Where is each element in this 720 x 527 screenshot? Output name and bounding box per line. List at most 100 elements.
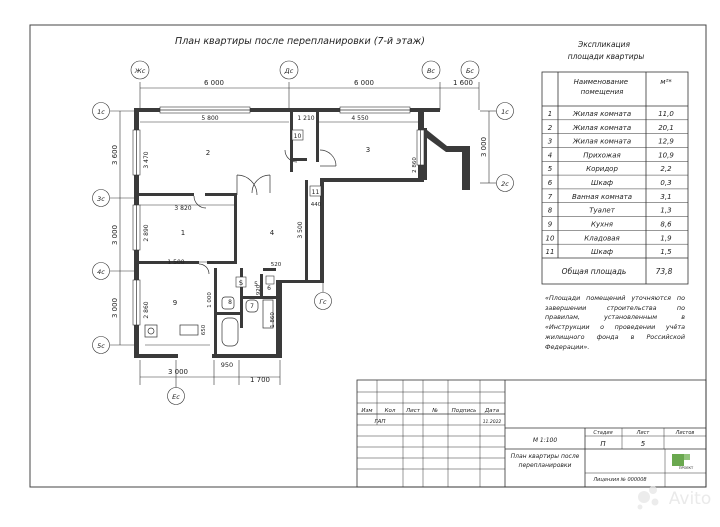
stamp-col-date: Дата bbox=[484, 408, 500, 414]
explication-row-number: 1 bbox=[548, 110, 552, 118]
stamp-stage-value: П bbox=[600, 440, 606, 448]
dim-bottom-2: 950 bbox=[221, 361, 233, 369]
stamp-sheet-label: Лист bbox=[636, 430, 651, 436]
explication-row-name: Кухня bbox=[591, 220, 613, 228]
stamp-scale: М 1:100 bbox=[533, 437, 558, 444]
dim-inner-1000: 1 000 bbox=[207, 292, 213, 308]
dim-right-1: 3 000 bbox=[480, 137, 488, 157]
stamp-role: ГАП bbox=[375, 419, 386, 425]
room-3-number: 3 bbox=[366, 146, 370, 154]
explication-row-number: 9 bbox=[548, 220, 553, 228]
explication: Экспликация площади квартиры Наименовани… bbox=[541, 40, 689, 285]
axis-left-4: 4с bbox=[97, 268, 105, 276]
explication-row-area: 3,1 bbox=[660, 193, 671, 201]
room-1-number: 1 bbox=[181, 229, 185, 237]
explication-row-area: 20,1 bbox=[658, 124, 674, 132]
explication-row-name: Шкаф bbox=[591, 248, 613, 256]
explication-total-value: 73,8 bbox=[656, 267, 673, 276]
explication-row-area: 1,9 bbox=[660, 234, 672, 242]
explication-row-area: 1,5 bbox=[660, 248, 672, 256]
logo-text: ПРОЕКТ bbox=[679, 466, 694, 470]
left-axis-markers: 1с 3с 4с 5с 3 600 3 000 3 000 bbox=[92, 102, 135, 354]
svg-text:$: $ bbox=[239, 279, 243, 287]
axis-right-1: 1с bbox=[501, 108, 509, 116]
avito-watermark: Avito bbox=[637, 486, 711, 510]
stamp-date: 11.2022 bbox=[483, 419, 502, 425]
room-numbers: 2 3 1 4 8 7 9 5 6 10 11 bbox=[173, 129, 370, 310]
dim-inner-440: 440 bbox=[311, 202, 322, 208]
dim-inner-3470: 3 470 bbox=[143, 151, 150, 168]
dim-left-1: 3 600 bbox=[111, 145, 119, 165]
top-dimensions: 6 000 6 000 1 600 bbox=[139, 79, 480, 110]
explication-row-number: 3 bbox=[548, 138, 552, 146]
axis-right-2: 2с bbox=[501, 180, 509, 188]
explication-row-area: 1,3 bbox=[660, 207, 671, 215]
explication-row-name: Кладовая bbox=[584, 234, 619, 242]
dim-inner-4550: 4 550 bbox=[351, 115, 368, 122]
stamp-doc-title-wrapper: План квартиры после перепланировки bbox=[510, 453, 580, 469]
explication-row-name: Коридор bbox=[586, 165, 618, 173]
bottom-dimensions: 3 000 950 1 700 Ес Гс bbox=[139, 283, 332, 405]
explication-row-name: Ванная комната bbox=[572, 193, 632, 201]
stamp-col-izm: Изм bbox=[361, 408, 372, 414]
room-10-number: 10 bbox=[294, 133, 302, 140]
explication-row-area: 8,6 bbox=[660, 220, 672, 228]
windows bbox=[132, 106, 425, 326]
explication-title-2: площади квартиры bbox=[568, 52, 645, 61]
axis-left-3: 3с bbox=[97, 195, 105, 203]
room-7-number: 7 bbox=[250, 303, 254, 310]
explication-row-area: 2,2 bbox=[660, 165, 672, 173]
fixtures: $ bbox=[144, 275, 275, 347]
explication-row-number: 5 bbox=[548, 165, 553, 173]
dim-left-2: 3 000 bbox=[111, 225, 119, 245]
dim-inner-3820: 3 820 bbox=[174, 205, 191, 212]
explication-row-area: 10,9 bbox=[658, 151, 674, 159]
stamp-doc-title: План квартиры после перепланировки bbox=[510, 453, 580, 469]
explication-header-name: Наименование помещения bbox=[574, 78, 631, 96]
room-9-number: 9 bbox=[173, 299, 177, 307]
explication-row-number: 2 bbox=[548, 124, 553, 132]
explication-header-area: м²* bbox=[660, 78, 672, 86]
dim-inner-650: 650 bbox=[201, 324, 207, 335]
explication-total-label: Общая площадь bbox=[562, 267, 627, 276]
dim-bottom-1: 3 000 bbox=[168, 368, 188, 376]
explication-row-area: 12,9 bbox=[658, 138, 674, 146]
stamp-license: Лицензия № 000008 bbox=[592, 477, 646, 483]
dim-inner-5800: 5 800 bbox=[201, 115, 218, 122]
dim-inner-920: 920 bbox=[256, 284, 262, 295]
explication-title-1: Экспликация bbox=[577, 40, 631, 49]
stamp-sheet-value: 5 bbox=[641, 440, 646, 448]
stamp-col-list: Лист bbox=[405, 408, 421, 414]
axis-top-zh: Жс bbox=[134, 67, 146, 75]
dim-inner-3500: 3 500 bbox=[297, 221, 304, 238]
explication-row-number: 4 bbox=[548, 151, 552, 159]
axis-bottom-e: Ес bbox=[172, 393, 180, 401]
title-block: Изм Кол Лист № Подпись Дата ГАП 11.2022 … bbox=[356, 379, 707, 488]
axis-bottom-g: Гс bbox=[319, 298, 327, 306]
dim-top-3: 1 600 bbox=[453, 79, 473, 87]
dim-left-3: 3 000 bbox=[111, 298, 119, 318]
explication-row-name: Жилая комната bbox=[572, 110, 631, 118]
room-4-number: 4 bbox=[270, 229, 275, 237]
axis-left-1: 1с bbox=[97, 108, 105, 116]
inner-dimensions: 5 800 1 2 10 4 550 3 470 2 890 3 820 3 50… bbox=[140, 115, 418, 335]
dim-inner-2860: 2 860 bbox=[143, 301, 150, 318]
stamp-stage-label: Стадия bbox=[593, 430, 612, 436]
explication-row-area: 11,0 bbox=[658, 110, 674, 118]
explication-row-area: 0,3 bbox=[660, 179, 671, 187]
dim-inner-2890: 2 890 bbox=[143, 224, 150, 241]
stamp-col-kol: Кол bbox=[385, 408, 396, 414]
stamp-col-sign: Подпись bbox=[452, 408, 477, 414]
dim-inner-1500: 1 500 bbox=[167, 259, 184, 266]
stamp-sheets-label: Листов bbox=[675, 430, 695, 436]
dim-inner-520: 520 bbox=[271, 262, 282, 268]
room-6-number: 6 bbox=[267, 285, 271, 292]
right-axis-markers: 1с 2с 3 000 bbox=[480, 102, 514, 192]
stamp-col-ndoc: № bbox=[431, 408, 438, 414]
avito-text: Avito bbox=[669, 489, 711, 509]
axis-top-b: Бс bbox=[466, 67, 474, 75]
explication-row-number: 10 bbox=[546, 234, 555, 242]
room-2-number: 2 bbox=[206, 149, 210, 157]
